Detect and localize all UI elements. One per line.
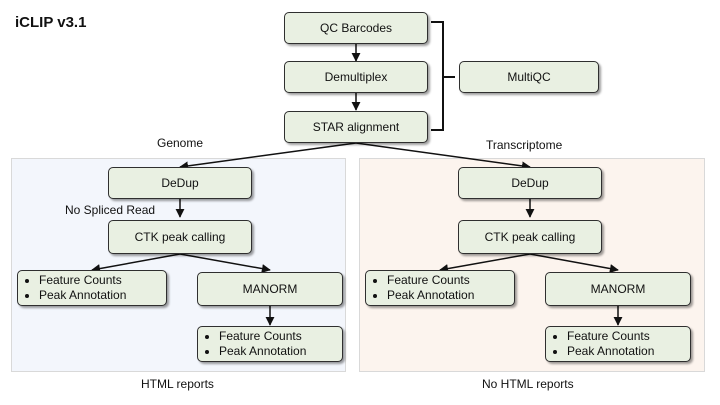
peak-annotation-item: Peak Annotation — [219, 344, 306, 359]
feature-counts-item: Feature Counts — [567, 329, 654, 344]
star-alignment-step: STAR alignment — [284, 111, 428, 143]
genome-manorm-feature-annotation-box: Feature Counts Peak Annotation — [197, 326, 343, 362]
transcriptome-ctk-peak-calling-step: CTK peak calling — [458, 220, 602, 254]
peak-annotation-item: Peak Annotation — [567, 344, 654, 359]
peak-annotation-item: Peak Annotation — [39, 288, 126, 303]
transcriptome-manorm-step: MANORM — [545, 272, 691, 306]
genome-branch-label: Genome — [157, 136, 204, 150]
pipeline-title: iCLIP v3.1 — [15, 14, 87, 31]
genome-ctk-peak-calling-step: CTK peak calling — [108, 220, 252, 254]
arrow-genome-peak-to-features — [91, 253, 181, 273]
arrow-star-to-transcriptome-dedup — [355, 142, 531, 171]
arrow-genome-peak-to-manorm — [179, 253, 271, 274]
arrow-transcriptome-peak-to-manorm — [529, 253, 619, 273]
arrow-star-to-genome-dedup — [179, 142, 357, 171]
no-spliced-read-note: No Spliced Read — [65, 203, 156, 217]
transcriptome-feature-annotation-box: Feature Counts Peak Annotation — [365, 270, 515, 306]
transcriptome-dedup-step: DeDup — [458, 167, 602, 199]
multiqc-brace — [431, 21, 455, 131]
demultiplex-step: Demultiplex — [284, 61, 428, 93]
genome-report-label: HTML reports — [141, 377, 214, 391]
qc-barcodes-step: QC Barcodes — [284, 12, 428, 44]
multiqc-step: MultiQC — [459, 61, 599, 93]
feature-counts-item: Feature Counts — [387, 273, 474, 288]
transcriptome-report-label: No HTML reports — [482, 377, 574, 391]
genome-dedup-step: DeDup — [108, 167, 252, 199]
arrow-transcriptome-peak-to-features — [439, 253, 531, 274]
transcriptome-branch-label: Transcriptome — [486, 138, 563, 152]
feature-counts-item: Feature Counts — [39, 273, 126, 288]
peak-annotation-item: Peak Annotation — [387, 288, 474, 303]
genome-feature-annotation-box: Feature Counts Peak Annotation — [17, 270, 167, 306]
genome-manorm-step: MANORM — [197, 272, 343, 306]
transcriptome-manorm-feature-annotation-box: Feature Counts Peak Annotation — [545, 326, 691, 362]
feature-counts-item: Feature Counts — [219, 329, 306, 344]
